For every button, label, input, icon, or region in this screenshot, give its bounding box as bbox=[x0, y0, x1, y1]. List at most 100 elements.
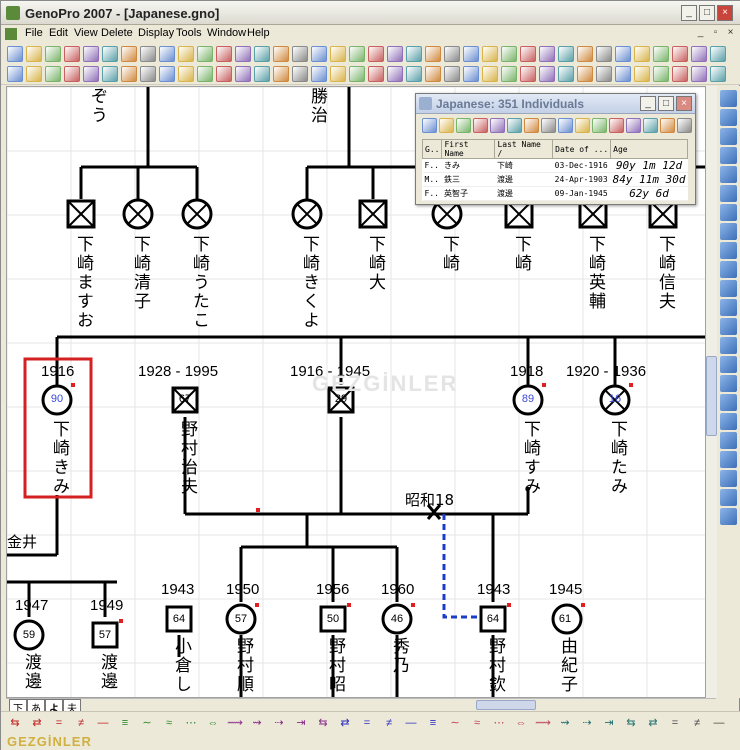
right-toolbar-icon[interactable] bbox=[720, 508, 737, 525]
table-row[interactable]: F.. 英智子 渡邊 09-Jan-1945 62y 6d bbox=[422, 186, 688, 201]
link-style-icon[interactable]: ⇢ bbox=[274, 717, 284, 729]
toolbar-button-icon[interactable] bbox=[520, 66, 536, 82]
toolbar-button-icon[interactable] bbox=[422, 118, 437, 133]
toolbar-button-icon[interactable] bbox=[524, 118, 539, 133]
link-style-icon[interactable]: ⇔ bbox=[515, 717, 527, 729]
toolbar-button-icon[interactable] bbox=[539, 46, 555, 62]
toolbar-button-icon[interactable] bbox=[102, 46, 118, 62]
toolbar-button-icon[interactable] bbox=[64, 46, 80, 62]
menu-window[interactable]: Window bbox=[207, 27, 247, 39]
toolbar-button-icon[interactable] bbox=[197, 66, 213, 82]
toolbar-button-icon[interactable] bbox=[349, 46, 365, 62]
female-symbol[interactable] bbox=[225, 603, 257, 635]
toolbar-button-icon[interactable] bbox=[178, 46, 194, 62]
toolbar-button-icon[interactable] bbox=[710, 66, 726, 82]
link-style-icon[interactable]: ⇥ bbox=[296, 717, 306, 729]
right-toolbar-icon[interactable] bbox=[720, 261, 737, 278]
toolbar-button-icon[interactable] bbox=[558, 118, 573, 133]
female-symbol[interactable] bbox=[551, 603, 583, 635]
link-style-icon[interactable]: ∼ bbox=[142, 717, 152, 729]
link-style-icon[interactable]: — bbox=[97, 717, 109, 729]
popup-minimize-button[interactable]: _ bbox=[640, 96, 656, 111]
right-toolbar-icon[interactable] bbox=[720, 470, 737, 487]
link-style-icon[interactable]: ⇄ bbox=[32, 717, 42, 729]
toolbar-button-icon[interactable] bbox=[660, 118, 675, 133]
toolbar-button-icon[interactable] bbox=[575, 118, 590, 133]
toolbar-button-icon[interactable] bbox=[482, 66, 498, 82]
toolbar-button-icon[interactable] bbox=[64, 66, 80, 82]
vertical-scrollbar[interactable] bbox=[706, 86, 717, 698]
right-toolbar-icon[interactable] bbox=[720, 451, 737, 468]
right-toolbar-icon[interactable] bbox=[720, 413, 737, 430]
link-style-icon[interactable]: ⇆ bbox=[626, 717, 636, 729]
toolbar-button-icon[interactable] bbox=[691, 66, 707, 82]
toolbar-button-icon[interactable] bbox=[653, 66, 669, 82]
link-style-icon[interactable]: ⇝ bbox=[560, 717, 570, 729]
right-toolbar-icon[interactable] bbox=[720, 109, 737, 126]
toolbar-button-icon[interactable] bbox=[558, 46, 574, 62]
toolbar-button-icon[interactable] bbox=[83, 66, 99, 82]
toolbar-button-icon[interactable] bbox=[439, 118, 454, 133]
mdi-close-icon[interactable]: × bbox=[727, 27, 734, 38]
right-toolbar-icon[interactable] bbox=[720, 147, 737, 164]
link-style-icon[interactable]: ⟿ bbox=[227, 717, 243, 729]
toolbar-button-icon[interactable] bbox=[643, 118, 658, 133]
toolbar-button-icon[interactable] bbox=[197, 46, 213, 62]
table-row[interactable]: F.. きみ 下崎 03-Dec-1916 90y 1m 12d bbox=[422, 158, 688, 173]
toolbar-button-icon[interactable] bbox=[216, 66, 232, 82]
female-symbol[interactable] bbox=[41, 384, 73, 416]
toolbar-button-icon[interactable] bbox=[577, 66, 593, 82]
right-toolbar-icon[interactable] bbox=[720, 432, 737, 449]
toolbar-button-icon[interactable] bbox=[26, 66, 42, 82]
toolbar-button-icon[interactable] bbox=[520, 46, 536, 62]
link-style-icon[interactable]: — bbox=[713, 717, 725, 729]
toolbar-button-icon[interactable] bbox=[473, 118, 488, 133]
toolbar-button-icon[interactable] bbox=[672, 66, 688, 82]
right-toolbar-icon[interactable] bbox=[720, 280, 737, 297]
toolbar-button-icon[interactable] bbox=[292, 66, 308, 82]
link-style-icon[interactable]: ⇔ bbox=[207, 717, 219, 729]
link-style-icon[interactable]: ≡ bbox=[429, 717, 437, 729]
toolbar-button-icon[interactable] bbox=[140, 46, 156, 62]
toolbar-button-icon[interactable] bbox=[273, 66, 289, 82]
toolbar-button-icon[interactable] bbox=[349, 66, 365, 82]
scroll-thumb[interactable] bbox=[476, 700, 536, 710]
toolbar-button-icon[interactable] bbox=[710, 46, 726, 62]
menu-tools[interactable]: Tools bbox=[176, 27, 202, 39]
menu-file[interactable]: File bbox=[25, 27, 43, 39]
toolbar-button-icon[interactable] bbox=[490, 118, 505, 133]
toolbar-button-icon[interactable] bbox=[677, 118, 692, 133]
link-style-icon[interactable]: ⋯ bbox=[185, 717, 197, 729]
toolbar-button-icon[interactable] bbox=[7, 46, 23, 62]
toolbar-button-icon[interactable] bbox=[615, 66, 631, 82]
toolbar-button-icon[interactable] bbox=[311, 46, 327, 62]
link-style-icon[interactable]: ⇝ bbox=[252, 717, 262, 729]
toolbar-button-icon[interactable] bbox=[406, 66, 422, 82]
toolbar-button-icon[interactable] bbox=[368, 66, 384, 82]
menu-edit[interactable]: Edit bbox=[49, 27, 68, 39]
toolbar-button-icon[interactable] bbox=[292, 46, 308, 62]
menu-view[interactable]: View bbox=[74, 27, 98, 39]
right-toolbar-icon[interactable] bbox=[720, 489, 737, 506]
right-toolbar-icon[interactable] bbox=[720, 375, 737, 392]
toolbar-button-icon[interactable] bbox=[330, 46, 346, 62]
toolbar-button-icon[interactable] bbox=[482, 46, 498, 62]
mdi-restore-icon[interactable]: ▫ bbox=[713, 27, 718, 38]
toolbar-button-icon[interactable] bbox=[444, 66, 460, 82]
toolbar-button-icon[interactable] bbox=[121, 66, 137, 82]
toolbar-button-icon[interactable] bbox=[140, 66, 156, 82]
toolbar-button-icon[interactable] bbox=[507, 118, 522, 133]
toolbar-button-icon[interactable] bbox=[330, 66, 346, 82]
toolbar-button-icon[interactable] bbox=[45, 46, 61, 62]
toolbar-button-icon[interactable] bbox=[159, 46, 175, 62]
toolbar-button-icon[interactable] bbox=[368, 46, 384, 62]
toolbar-button-icon[interactable] bbox=[672, 46, 688, 62]
toolbar-button-icon[interactable] bbox=[26, 46, 42, 62]
male-symbol[interactable] bbox=[479, 605, 507, 633]
column-header[interactable]: First Name bbox=[441, 139, 496, 159]
right-toolbar-icon[interactable] bbox=[720, 318, 737, 335]
toolbar-button-icon[interactable] bbox=[444, 46, 460, 62]
right-toolbar-icon[interactable] bbox=[720, 185, 737, 202]
toolbar-button-icon[interactable] bbox=[463, 46, 479, 62]
toolbar-button-icon[interactable] bbox=[596, 46, 612, 62]
